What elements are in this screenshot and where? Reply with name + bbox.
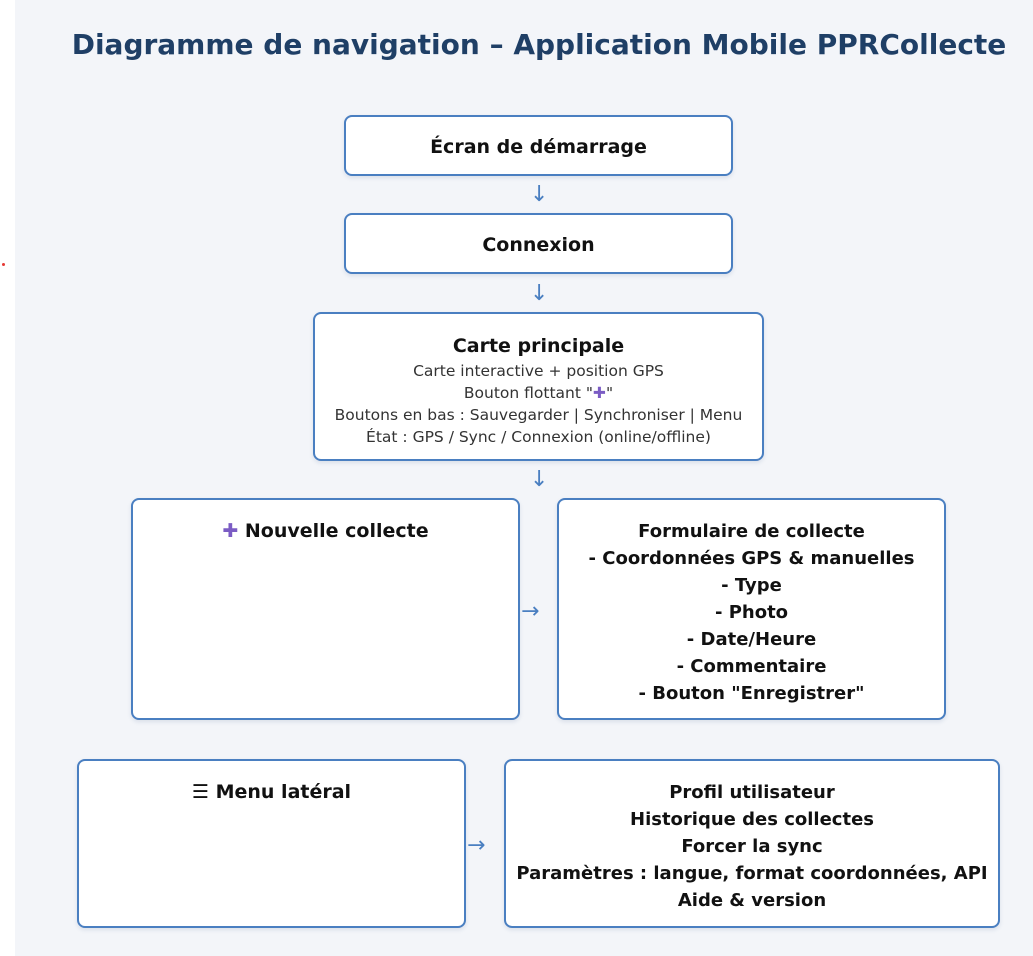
node-side-menu: ☰ Menu latéral [77,759,466,928]
diagram-title: Diagramme de navigation – Application Mo… [71,28,1007,61]
node-main-map: Carte principale Carte interactive + pos… [313,312,764,461]
arrow-side-menu-to-items: → [467,833,486,858]
form-item-photo: - Photo [714,602,789,623]
node-new-collect: ✚ Nouvelle collecte [131,498,520,720]
form-item-type: - Type [721,575,782,596]
node-menu-items: Profil utilisateur Historique des collec… [504,759,1000,928]
arrow-new-collect-to-form: → [521,599,540,624]
node-startup-title: Écran de démarrage [430,136,647,158]
floating-button-text-before: Bouton flottant " [463,384,593,402]
arrow-login-to-map: ↓ [530,281,549,306]
arrow-startup-to-login: ↓ [530,182,549,207]
menu-item-history: Historique des collectes [630,809,874,830]
node-new-collect-title: ✚ Nouvelle collecte [133,518,518,545]
hamburger-menu-icon: ☰ [191,781,209,803]
node-login: Connexion [344,213,733,274]
menu-item-settings: Paramètres : langue, format coordonnées,… [516,863,988,884]
node-collect-form-title: Formulaire de collecte [638,521,865,542]
node-side-menu-title: ☰ Menu latéral [79,779,464,806]
node-main-map-title: Carte principale [452,335,625,357]
node-side-menu-label: Menu latéral [215,781,352,803]
floating-button-text-after: " [605,384,614,402]
stray-dot [2,263,5,266]
form-item-datetime: - Date/Heure [686,629,817,650]
form-item-gps: - Coordonnées GPS & manuelles [588,548,915,569]
node-collect-form: Formulaire de collecte - Coordonnées GPS… [557,498,946,720]
menu-item-help-version: Aide & version [677,890,827,911]
form-item-comment: - Commentaire [676,656,827,677]
node-login-title: Connexion [482,234,595,256]
plus-icon: ✚ [592,384,606,402]
node-main-map-line3: Boutons en bas : Sauvegarder | Synchroni… [334,406,743,424]
node-main-map-line1: Carte interactive + position GPS [413,362,664,380]
node-main-map-line4: État : GPS / Sync / Connexion (online/of… [366,428,711,446]
form-item-save-button: - Bouton "Enregistrer" [638,683,865,704]
menu-item-force-sync: Forcer la sync [681,836,823,857]
node-new-collect-label: Nouvelle collecte [244,520,429,542]
menu-item-profile: Profil utilisateur [669,782,835,803]
node-startup-screen: Écran de démarrage [344,115,733,176]
node-main-map-line2: Bouton flottant "✚" [315,382,762,404]
plus-icon: ✚ [222,520,239,542]
arrow-map-to-new-collect: ↓ [530,467,549,492]
